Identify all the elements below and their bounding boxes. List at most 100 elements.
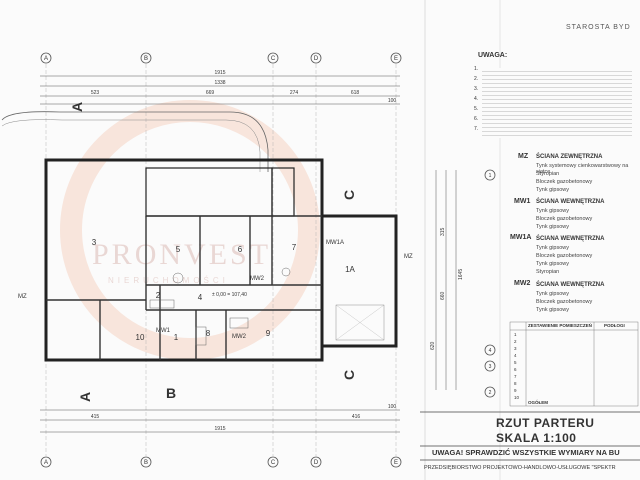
- legend-code-mz: MZ: [518, 153, 529, 160]
- note-item: 4.: [474, 96, 479, 102]
- legend-line: Tynk gipsowy: [536, 245, 570, 251]
- legend-line: Bloczek gazobetonowy: [536, 299, 593, 305]
- note-item: 6.: [474, 116, 479, 122]
- dim-415: 415: [91, 414, 100, 420]
- section-c-bottom: C: [341, 370, 357, 380]
- room-table-row: 7: [514, 374, 517, 379]
- room-number-10: 10: [136, 333, 145, 342]
- room-table-row: 5: [514, 360, 517, 365]
- legend-line: Tynk gipsowy: [536, 208, 570, 214]
- wall-tag-mw1a: MW1A: [326, 240, 344, 246]
- dim-416: 416: [352, 414, 361, 420]
- room-table-total: OGÓŁEM: [528, 400, 548, 405]
- legend-title-mw1a: ŚCIANA WEWNĘTRZNA: [536, 236, 605, 242]
- room-table-row: 6: [514, 367, 517, 372]
- legend-line: Tynk gipsowy: [536, 291, 570, 297]
- room-number-3: 3: [92, 238, 97, 247]
- legend-line: Tynk gipsowy: [536, 224, 570, 230]
- room-table-row: 1: [514, 332, 517, 337]
- axis-markers-top: [40, 52, 402, 468]
- room-number-9: 9: [266, 329, 271, 338]
- room-number-1A: 1A: [345, 265, 355, 274]
- room-number-6: 6: [238, 245, 243, 254]
- axis-E-top: E: [394, 56, 398, 62]
- section-b-bottom: B: [166, 385, 176, 401]
- room-table-row: 2: [514, 339, 517, 344]
- section-a-bottom: A: [77, 392, 93, 402]
- legend-code-mw2: MW2: [514, 280, 531, 287]
- room-number-5: 5: [176, 245, 181, 254]
- notes-title: UWAGA:: [478, 52, 508, 59]
- room-table-row: 8: [514, 381, 517, 386]
- dim-100-top: 100: [388, 98, 397, 104]
- drawing-scale: SKALA 1:100: [496, 431, 577, 445]
- dim-620: 620: [430, 341, 436, 350]
- room-table-floor-col: PODŁOGI: [604, 323, 625, 328]
- dim-274: 274: [290, 90, 299, 96]
- dim-total-bottom: 1915: [214, 426, 225, 432]
- legend-line: Tynk gipsowy: [536, 187, 570, 193]
- legend-line: Tynk gipsowy: [536, 261, 570, 267]
- dim-1645: 1645: [458, 269, 464, 280]
- wall-tag-mz-left: MZ: [18, 294, 27, 300]
- level-mark: ± 0,00 = 107,40: [212, 292, 247, 298]
- room-table-row: 4: [514, 353, 517, 358]
- warning-text: UWAGA! SPRAWDZIĆ WSZYSTKIE WYMIARY NA BU: [432, 448, 620, 457]
- room-number-1: 1: [174, 333, 179, 342]
- section-a-top: A: [69, 102, 85, 112]
- axis-A-top: A: [44, 56, 48, 62]
- section-c-top: C: [341, 190, 357, 200]
- wall-tag-mw1: MW1: [156, 328, 171, 334]
- legend-line: Styropian: [536, 269, 560, 275]
- dim-315: 315: [440, 227, 446, 236]
- axis-E-bottom: E: [394, 460, 398, 466]
- legend-title-mz: ŚCIANA ZEWNĘTRZNA: [536, 154, 603, 160]
- legend-title-mw1: ŚCIANA WEWNĘTRZNA: [536, 199, 605, 205]
- room-table-grid: [509, 321, 639, 407]
- dimension-lines-top: [40, 75, 400, 433]
- dim-669: 669: [206, 90, 215, 96]
- axis-3-right: 3: [489, 364, 492, 370]
- note-item: 7.: [474, 126, 479, 132]
- room-table-row: 3: [514, 346, 517, 351]
- dim-total-top: 1915: [214, 70, 225, 76]
- legend-line: Tynk gipsowy: [536, 307, 570, 313]
- dim-523: 523: [91, 90, 100, 96]
- axis-A-bottom: A: [44, 460, 48, 466]
- watermark-sub: NIERUCHOMOŚCI: [108, 276, 229, 285]
- room-number-2: 2: [156, 291, 161, 300]
- header-stamp: STAROSTA BYD: [566, 24, 631, 31]
- room-number-4: 4: [198, 293, 203, 302]
- legend-code-mw1a: MW1A: [510, 234, 532, 241]
- axis-D-bottom: D: [314, 460, 319, 466]
- company-name: PRZEDSIĘBIORSTWO PROJEKTOWO-HANDLOWO-USŁ…: [424, 465, 616, 471]
- room-table-row: 9: [514, 388, 517, 393]
- watermark-brand: PRONVEST: [92, 238, 272, 271]
- room-number-8: 8: [206, 329, 211, 338]
- notes-body: [482, 68, 632, 138]
- dim-100-bottom: 100: [388, 404, 397, 410]
- building-outline: [44, 158, 398, 362]
- legend-line: Bloczek gazobetonowy: [536, 216, 593, 222]
- axis-B-bottom: B: [144, 460, 148, 466]
- drawing-title: RZUT PARTERU: [496, 416, 595, 430]
- note-item: 1.: [474, 66, 479, 72]
- legend-line: Styropian: [536, 171, 560, 177]
- axis-2-right: 2: [489, 390, 492, 396]
- axis-C-top: C: [271, 56, 276, 62]
- axis-1-right: 1: [489, 173, 492, 179]
- wall-tag-mz-right: MZ: [404, 254, 413, 260]
- axis-B-top: B: [144, 56, 148, 62]
- legend-code-mw1: MW1: [514, 198, 531, 205]
- dim-660: 660: [440, 291, 446, 300]
- legend-title-mw2: ŚCIANA WEWNĘTRZNA: [536, 282, 605, 288]
- dim-1338: 1338: [214, 80, 225, 86]
- axis-4-right: 4: [489, 348, 492, 354]
- legend-line: Bloczek gazobetonowy: [536, 253, 593, 259]
- note-item: 3.: [474, 86, 479, 92]
- axis-C-bottom: C: [271, 460, 276, 466]
- room-table-header: ZESTAWIENIE POMIESZCZEŃ: [528, 323, 592, 328]
- room-table-row: 10: [514, 395, 520, 400]
- axis-D-top: D: [314, 56, 319, 62]
